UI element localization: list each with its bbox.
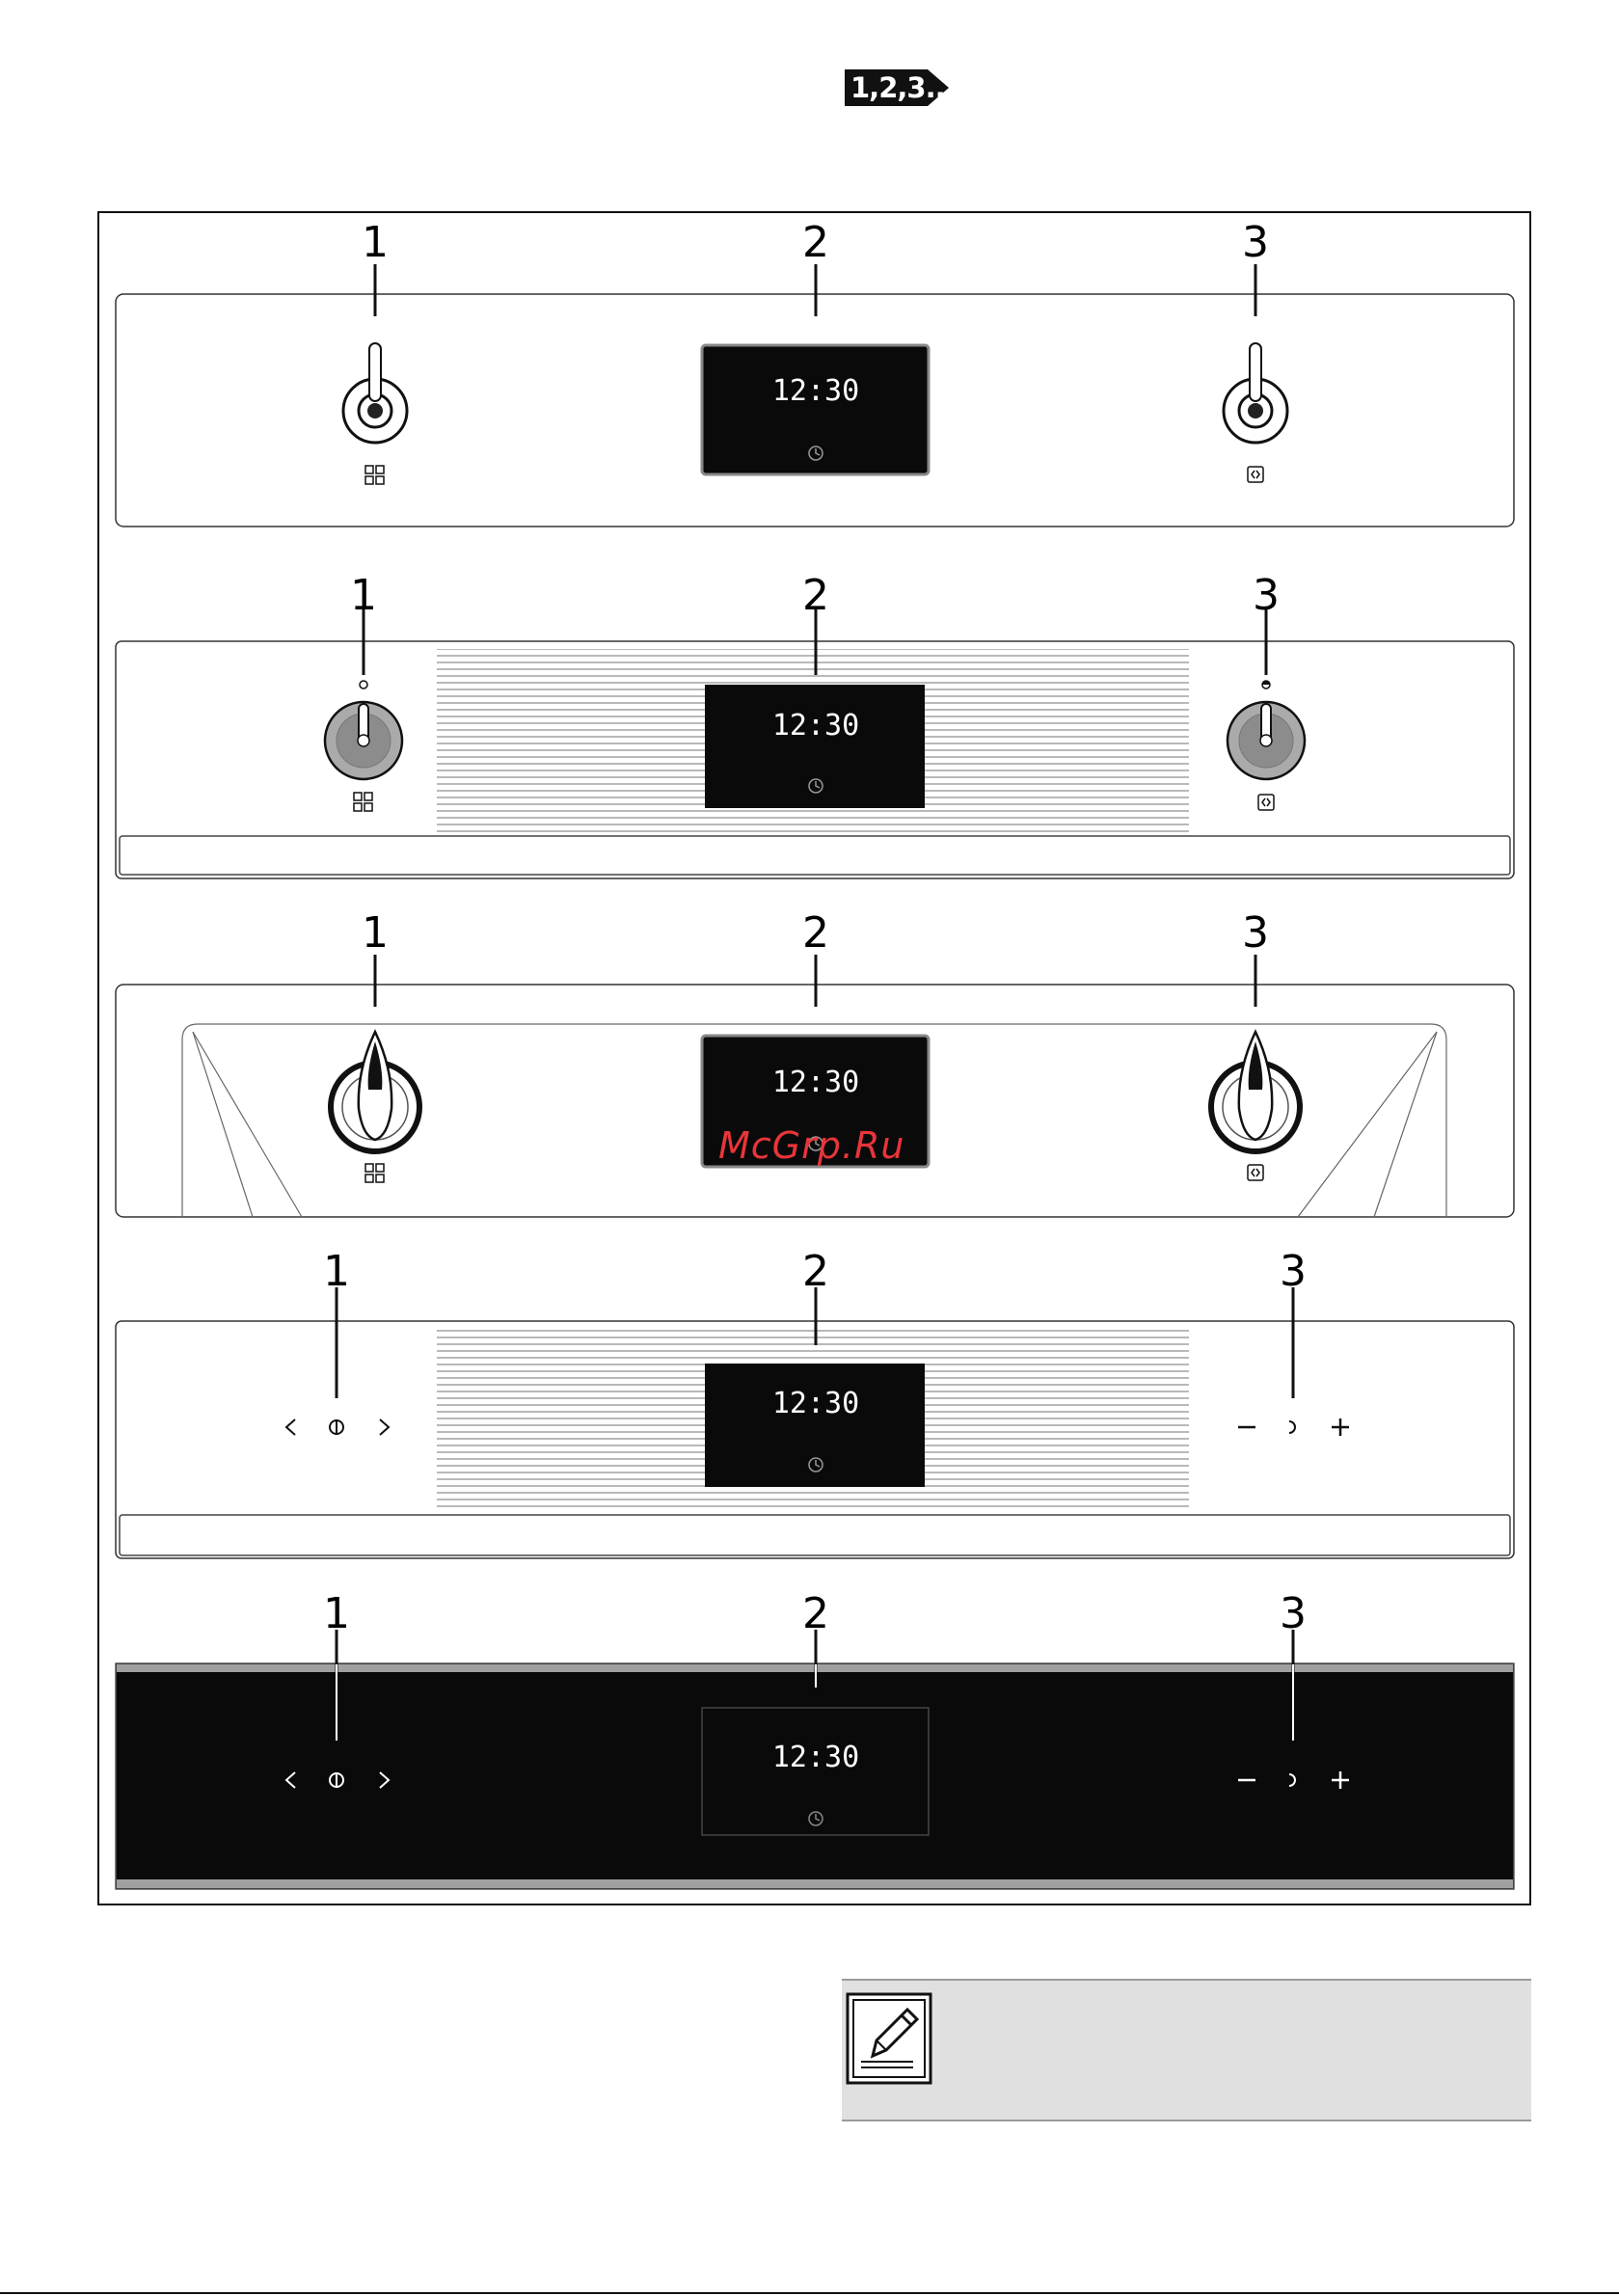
callout-3: 3: [1242, 908, 1269, 958]
watermark-text: McGrp.Ru: [718, 1124, 904, 1167]
display-time: 12:30: [772, 1741, 859, 1774]
display-time: 12:30: [772, 709, 859, 743]
bottom-trim: [117, 1879, 1513, 1888]
note-box: [842, 1979, 1531, 2121]
handle-bar: [120, 836, 1510, 875]
callout-3: 3: [1253, 571, 1280, 620]
callout-3: 3: [1280, 1247, 1307, 1296]
panel-4: 1 2 3 12:30: [116, 1247, 1514, 1558]
display-time: 12:30: [772, 1066, 859, 1099]
callout-1: 1: [323, 1247, 350, 1296]
function-knob[interactable]: [325, 702, 402, 779]
callout-1: 1: [350, 571, 377, 620]
display: 12:30: [705, 1364, 925, 1487]
pencil-note-icon: [846, 1992, 932, 2085]
callout-3: 3: [1280, 1589, 1307, 1638]
display: 12:30: [705, 685, 925, 808]
callout-1: 1: [323, 1589, 350, 1638]
panel-1: 1 2 3 12:30: [116, 218, 1514, 527]
panel-2: 1 2 3 12:30: [116, 571, 1514, 878]
callout-2: 2: [802, 1589, 829, 1638]
display-time: 12:30: [772, 374, 859, 408]
callout-1: 1: [362, 908, 389, 958]
panel-3: 1 2 3 12:30: [116, 908, 1514, 1217]
display-time: 12:30: [772, 1387, 859, 1420]
callout-3: 3: [1242, 218, 1269, 267]
callout-2: 2: [802, 1247, 829, 1296]
callout-2: 2: [802, 571, 829, 620]
thermostat-knob[interactable]: [1228, 702, 1305, 779]
callout-1: 1: [362, 218, 389, 267]
handle-bar: [120, 1515, 1510, 1555]
callout-2: 2: [802, 218, 829, 267]
display: 12:30: [702, 1708, 929, 1835]
panel-5: 1 2 3 12:30: [116, 1589, 1514, 1889]
callout-2: 2: [802, 908, 829, 958]
display: 12:30: [702, 345, 929, 474]
